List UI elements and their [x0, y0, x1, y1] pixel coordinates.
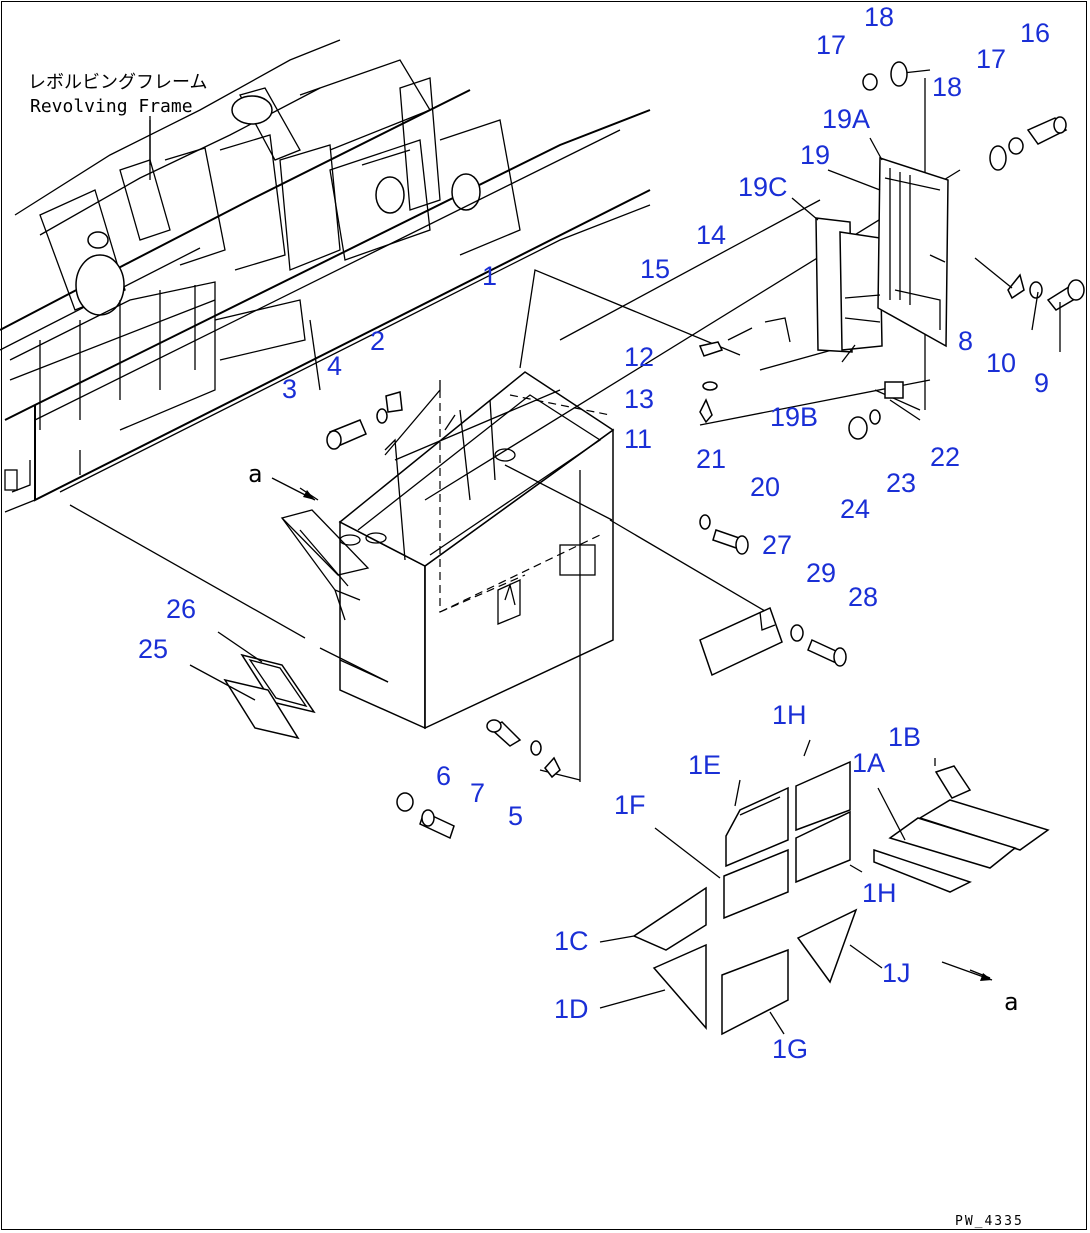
callout-1a: 1A [852, 748, 885, 778]
callout-1b: 1B [888, 722, 921, 752]
callout-1j: 1J [882, 958, 911, 988]
frame-label-jp: レボルビングフレーム [28, 72, 207, 93]
box-assembly [280, 371, 615, 730]
callout-10: 10 [986, 348, 1016, 378]
callout-19b: 19B [770, 402, 818, 432]
fasteners [326, 61, 1085, 840]
callout-17-top: 17 [816, 30, 846, 60]
callout-1g: 1G [772, 1034, 808, 1064]
callout-16: 16 [1020, 18, 1050, 48]
grille-parts [223, 653, 316, 740]
callout-25: 25 [138, 634, 168, 664]
callout-26: 26 [166, 594, 196, 624]
callout-28: 28 [848, 582, 878, 612]
callout-22: 22 [930, 442, 960, 472]
callout-29: 29 [806, 558, 836, 588]
callout-15: 15 [640, 254, 670, 284]
revolving-frame [0, 39, 651, 513]
callout-numbers: 1 2 3 4 5 6 7 8 9 10 11 12 13 14 15 16 1… [138, 2, 1050, 1064]
callout-24: 24 [840, 494, 870, 524]
callout-7: 7 [470, 778, 485, 808]
callout-1h-bottom: 1H [862, 878, 897, 908]
frame-label-en: Revolving Frame [30, 96, 193, 117]
callout-18-right: 18 [932, 72, 962, 102]
callout-12: 12 [624, 342, 654, 372]
cover-plates [815, 156, 949, 353]
callout-3: 3 [282, 374, 297, 404]
callout-19c: 19C [738, 172, 788, 202]
callout-1f: 1F [614, 790, 646, 820]
callout-19a: 19A [822, 104, 870, 134]
callout-17-right: 17 [976, 44, 1006, 74]
callout-2: 2 [370, 326, 385, 356]
callout-18-top: 18 [864, 2, 894, 32]
callout-14: 14 [696, 220, 726, 250]
callout-20: 20 [750, 472, 780, 502]
callout-27: 27 [762, 530, 792, 560]
callout-6: 6 [436, 761, 451, 791]
callout-5: 5 [508, 801, 523, 831]
callout-11: 11 [624, 424, 652, 454]
loose-panels [632, 760, 1050, 1036]
view-mark-right: a [1004, 988, 1018, 1016]
callout-9: 9 [1034, 368, 1049, 398]
callout-13: 13 [624, 384, 654, 414]
callout-23: 23 [886, 468, 916, 498]
callout-8: 8 [958, 326, 973, 356]
callout-21: 21 [696, 444, 726, 474]
callout-1d: 1D [554, 994, 589, 1024]
callout-1c: 1C [554, 926, 589, 956]
callout-4: 4 [327, 351, 342, 381]
callout-1h-top: 1H [772, 700, 807, 730]
view-mark-left: a [248, 460, 262, 488]
callout-19: 19 [800, 140, 830, 170]
drawing-code: PW_4335 [955, 1214, 1024, 1229]
callout-1: 1 [482, 261, 497, 291]
callout-1e: 1E [688, 750, 721, 780]
